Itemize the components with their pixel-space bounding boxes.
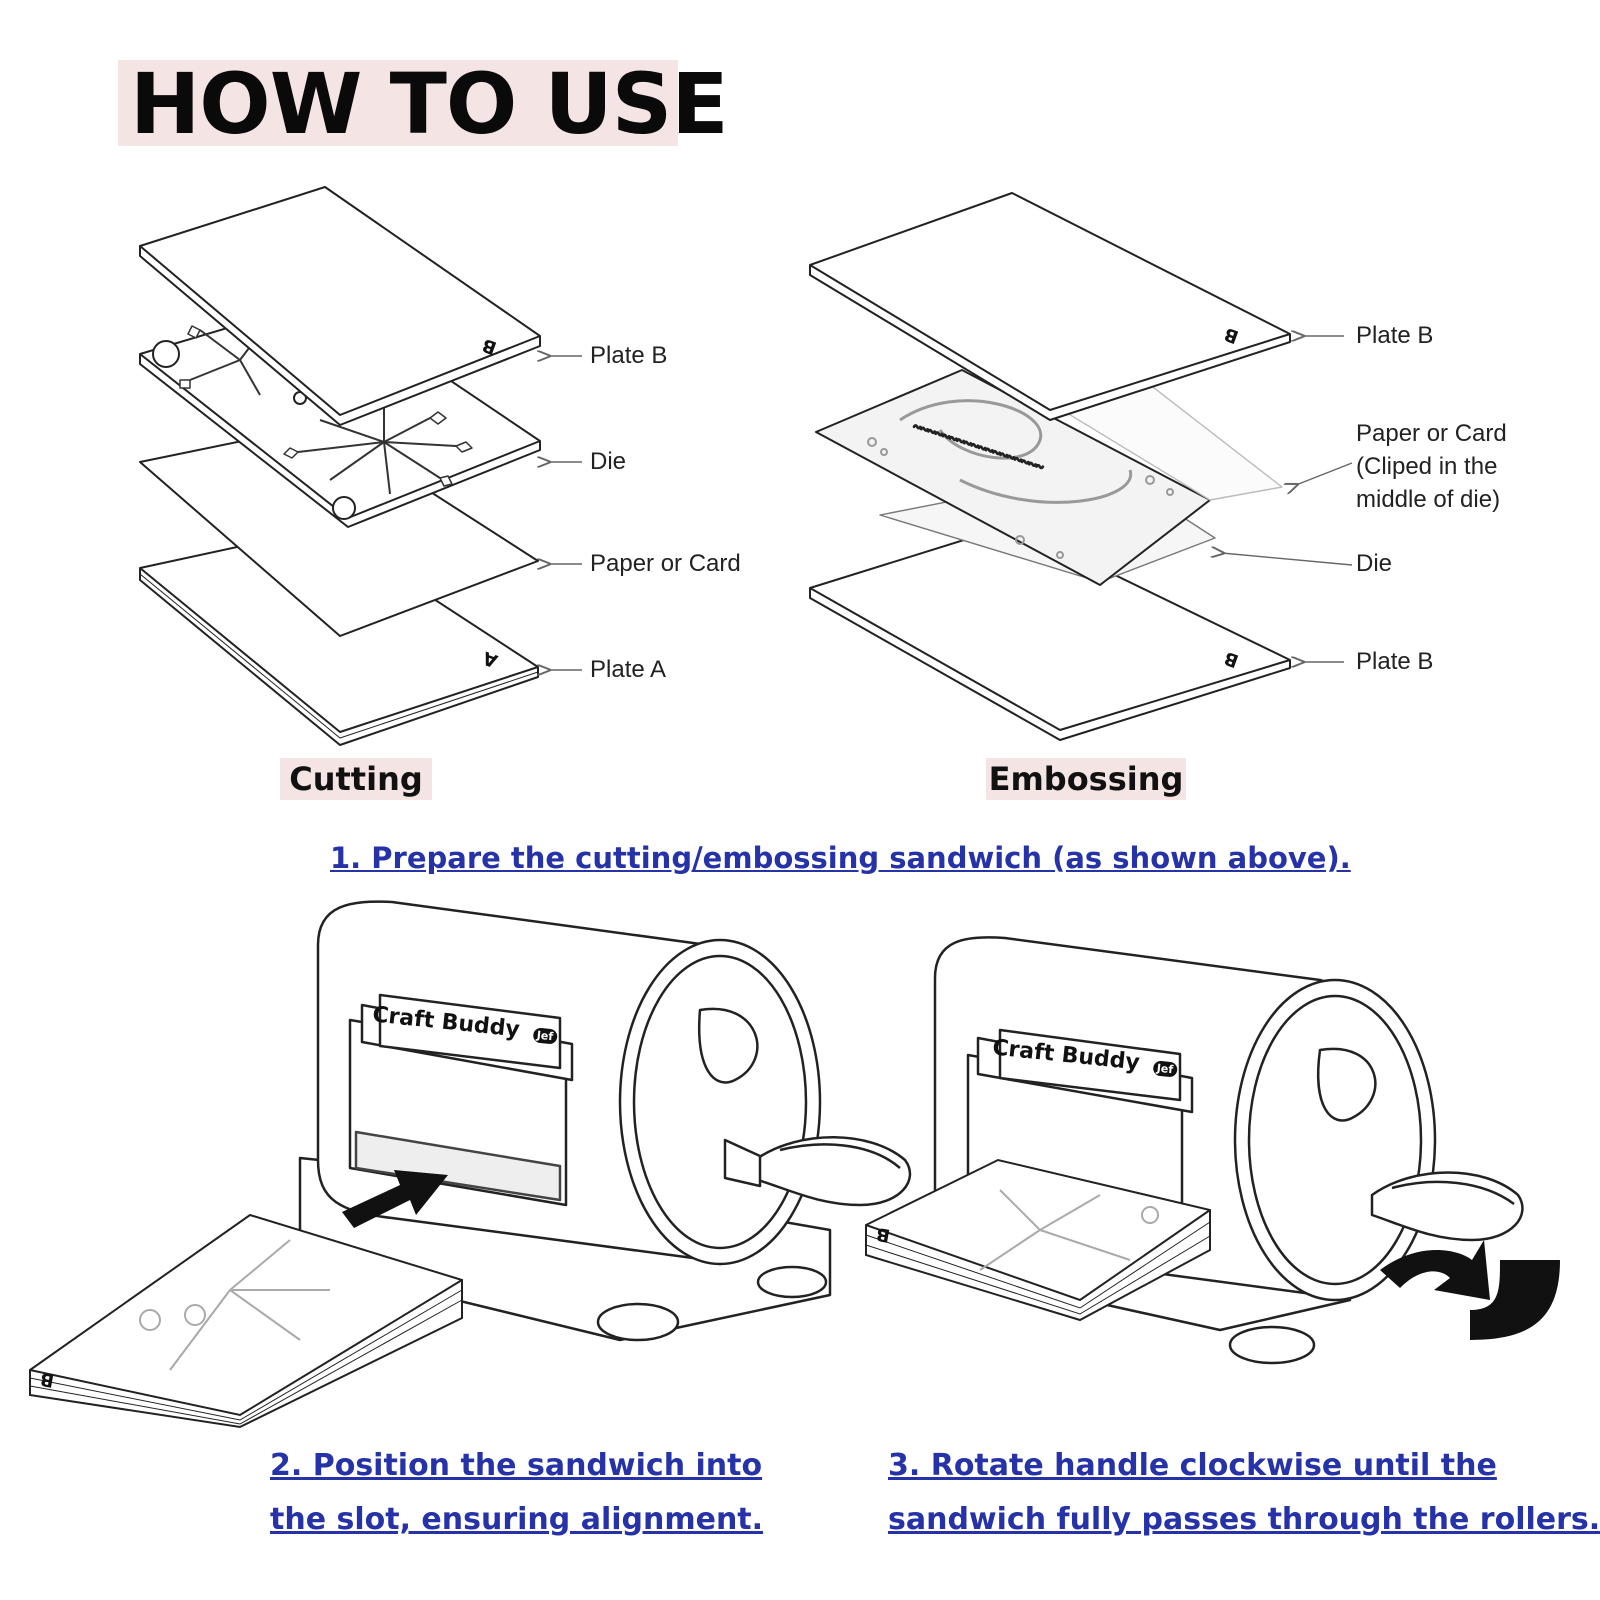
embossing-stack: ~~~~~~~~~~~~~~~~~~	[809, 192, 1291, 741]
embossing-label-plate-b-bottom: Plate B	[1356, 648, 1434, 675]
embossing-leader-lines	[1222, 336, 1353, 662]
embossing-label-paper-note-2: middle of die)	[1356, 486, 1501, 513]
machine-right-plate-mark: B	[875, 1223, 892, 1246]
embossing-caption-highlight	[986, 758, 1186, 800]
machine-right	[933, 936, 1524, 1365]
cutting-plate-a-mark: A	[480, 647, 500, 672]
step-2-line-2: the slot, ensuring alignment.	[270, 1502, 764, 1537]
embossing-top-mark: B	[1221, 323, 1241, 347]
rotate-arrow-tail-icon	[1470, 1260, 1560, 1340]
cutting-label-plate-a: Plate A	[590, 656, 667, 683]
page-title: HOW TO USE	[130, 55, 729, 153]
rotate-arrow-icon	[1380, 1240, 1490, 1300]
machine-left-sandwich	[29, 1213, 463, 1429]
embossing-caption: Embossing	[988, 760, 1184, 798]
step-2-line-1: 2. Position the sandwich into	[270, 1448, 763, 1483]
embossing-label-paper: Paper or Card	[1356, 420, 1507, 447]
title-highlight	[118, 60, 678, 146]
machine-left	[298, 900, 912, 1342]
embossing-plate-b-top	[809, 192, 1291, 421]
cutting-caption-highlight	[280, 758, 432, 800]
cutting-caption: Cutting	[289, 760, 423, 798]
machine-right-badge: Jef	[1152, 1060, 1178, 1078]
embossing-label-die: Die	[1356, 550, 1393, 577]
embossing-label-paper-note-1: (Cliped in the	[1356, 453, 1498, 480]
machine-right-sandwich	[865, 1158, 1211, 1322]
cutting-plate-b	[139, 186, 541, 426]
embossing-label-plate-b-top: Plate B	[1356, 322, 1434, 349]
embossing-die: ~~~~~~~~~~~~~~~~~~	[815, 369, 1211, 586]
step-1-text: 1. Prepare the cutting/embossing sandwic…	[330, 841, 1351, 875]
machine-left-badge: Jef	[532, 1027, 558, 1045]
cutting-plate-a	[139, 527, 539, 746]
step-3-line-1: 3. Rotate handle clockwise until the	[888, 1448, 1497, 1483]
cutting-label-paper: Paper or Card	[590, 550, 741, 577]
cutting-stack	[139, 186, 541, 746]
cutting-plate-b-mark: B	[479, 334, 499, 358]
cutting-label-plate-b: Plate B	[590, 342, 668, 369]
cutting-leader-lines	[548, 356, 582, 670]
machine-left-plate-mark: B	[39, 1368, 56, 1391]
cutting-label-die: Die	[590, 448, 627, 475]
embossing-bottom-mark: B	[1221, 647, 1241, 671]
insert-arrow-icon	[342, 1170, 448, 1228]
step-3-line-2: sandwich fully passes through the roller…	[888, 1502, 1600, 1537]
